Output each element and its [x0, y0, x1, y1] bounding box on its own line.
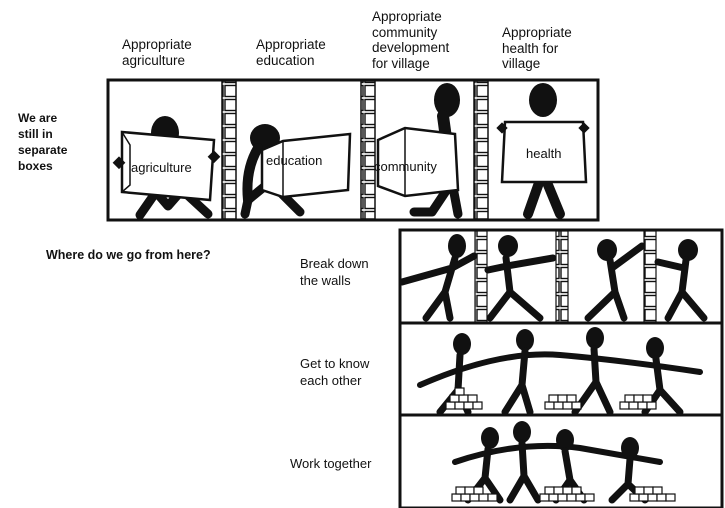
brick-pile-icon: [445, 387, 483, 410]
header-community-line-3: development: [372, 40, 450, 55]
brick-pile-icon: [544, 394, 582, 410]
header-agriculture-line-2: agriculture: [122, 52, 186, 68]
header-agriculture-line-1: Appropriate: [122, 37, 192, 52]
ladder-wall-icon: [643, 230, 657, 323]
row-label-work-line-1: Work together: [290, 456, 372, 471]
header-education: Appropriate education: [256, 37, 326, 68]
panel-work-together: [398, 413, 724, 508]
holding-hands-line: [417, 351, 703, 388]
person-pushing-wall-icon: [584, 239, 646, 322]
row-label-work: Work together: [290, 455, 371, 472]
header-health-line-1: Appropriate: [502, 25, 572, 40]
ladder-wall-icon: [474, 230, 488, 323]
header-health-line-2: health for: [502, 40, 559, 56]
person-pushing-wall-icon: [484, 235, 557, 322]
person-holding-hands-icon: [501, 329, 534, 416]
person-holding-hands-icon: [571, 327, 614, 416]
row-label-know-line-1: Get to know: [300, 356, 370, 371]
separate-boxes-strip: agriculture education community: [106, 78, 600, 222]
header-community: Appropriate community development for vi…: [372, 9, 449, 71]
ladder-wall-icon: [555, 230, 569, 323]
person-with-sign-icon: education: [240, 124, 352, 219]
question-text: Where do we go from here?: [46, 248, 211, 262]
header-education-line-1: Appropriate: [256, 37, 326, 52]
box-word-agriculture: agriculture: [131, 160, 192, 175]
side-label-line-4: boxes: [18, 159, 53, 173]
header-health-line-3: village: [502, 56, 541, 71]
box-word-education: education: [266, 153, 322, 168]
row-label-break: Break down the walls: [300, 255, 369, 289]
side-label-line-1: We are: [18, 111, 58, 125]
panel-break-walls: [398, 228, 724, 325]
side-label-line-3: separate: [18, 143, 68, 157]
header-agriculture: Appropriate agriculture: [122, 37, 192, 68]
person-with-sign-icon: community: [374, 83, 463, 219]
box-word-community: community: [374, 159, 437, 174]
person-with-sign-icon: agriculture: [112, 116, 221, 220]
header-education-line-2: education: [256, 52, 315, 68]
panel-know-each-other: [398, 321, 724, 417]
row-label-break-line-1: Break down: [300, 256, 369, 271]
person-holding-hands-icon: [506, 421, 542, 504]
person-pushing-wall-icon: [654, 239, 708, 322]
brick-pile-icon: [629, 486, 676, 502]
ladder-wall-icon: [221, 80, 237, 220]
box-word-health: health: [526, 146, 561, 161]
row-label-know-line-2: each other: [300, 373, 362, 388]
row-label-know: Get to know each other: [300, 355, 369, 389]
side-label-line-2: still in: [18, 127, 53, 141]
brick-pile-icon: [451, 486, 498, 502]
brick-pile-icon: [539, 486, 595, 502]
ladder-wall-icon: [360, 80, 376, 220]
header-community-line-1: Appropriate: [372, 9, 442, 24]
person-holding-hands-icon: [641, 337, 684, 416]
header-community-line-4: for village: [372, 55, 430, 71]
ladder-wall-icon: [473, 80, 489, 220]
side-label: We are still in separate boxes: [18, 110, 67, 174]
brick-pile-icon: [619, 394, 657, 410]
header-health: Appropriate health for village: [502, 25, 572, 72]
header-community-line-2: community: [372, 24, 438, 40]
row-label-break-line-2: the walls: [300, 273, 351, 288]
person-with-sign-icon: health: [496, 83, 590, 219]
person-pushing-wall-icon: [398, 234, 478, 322]
